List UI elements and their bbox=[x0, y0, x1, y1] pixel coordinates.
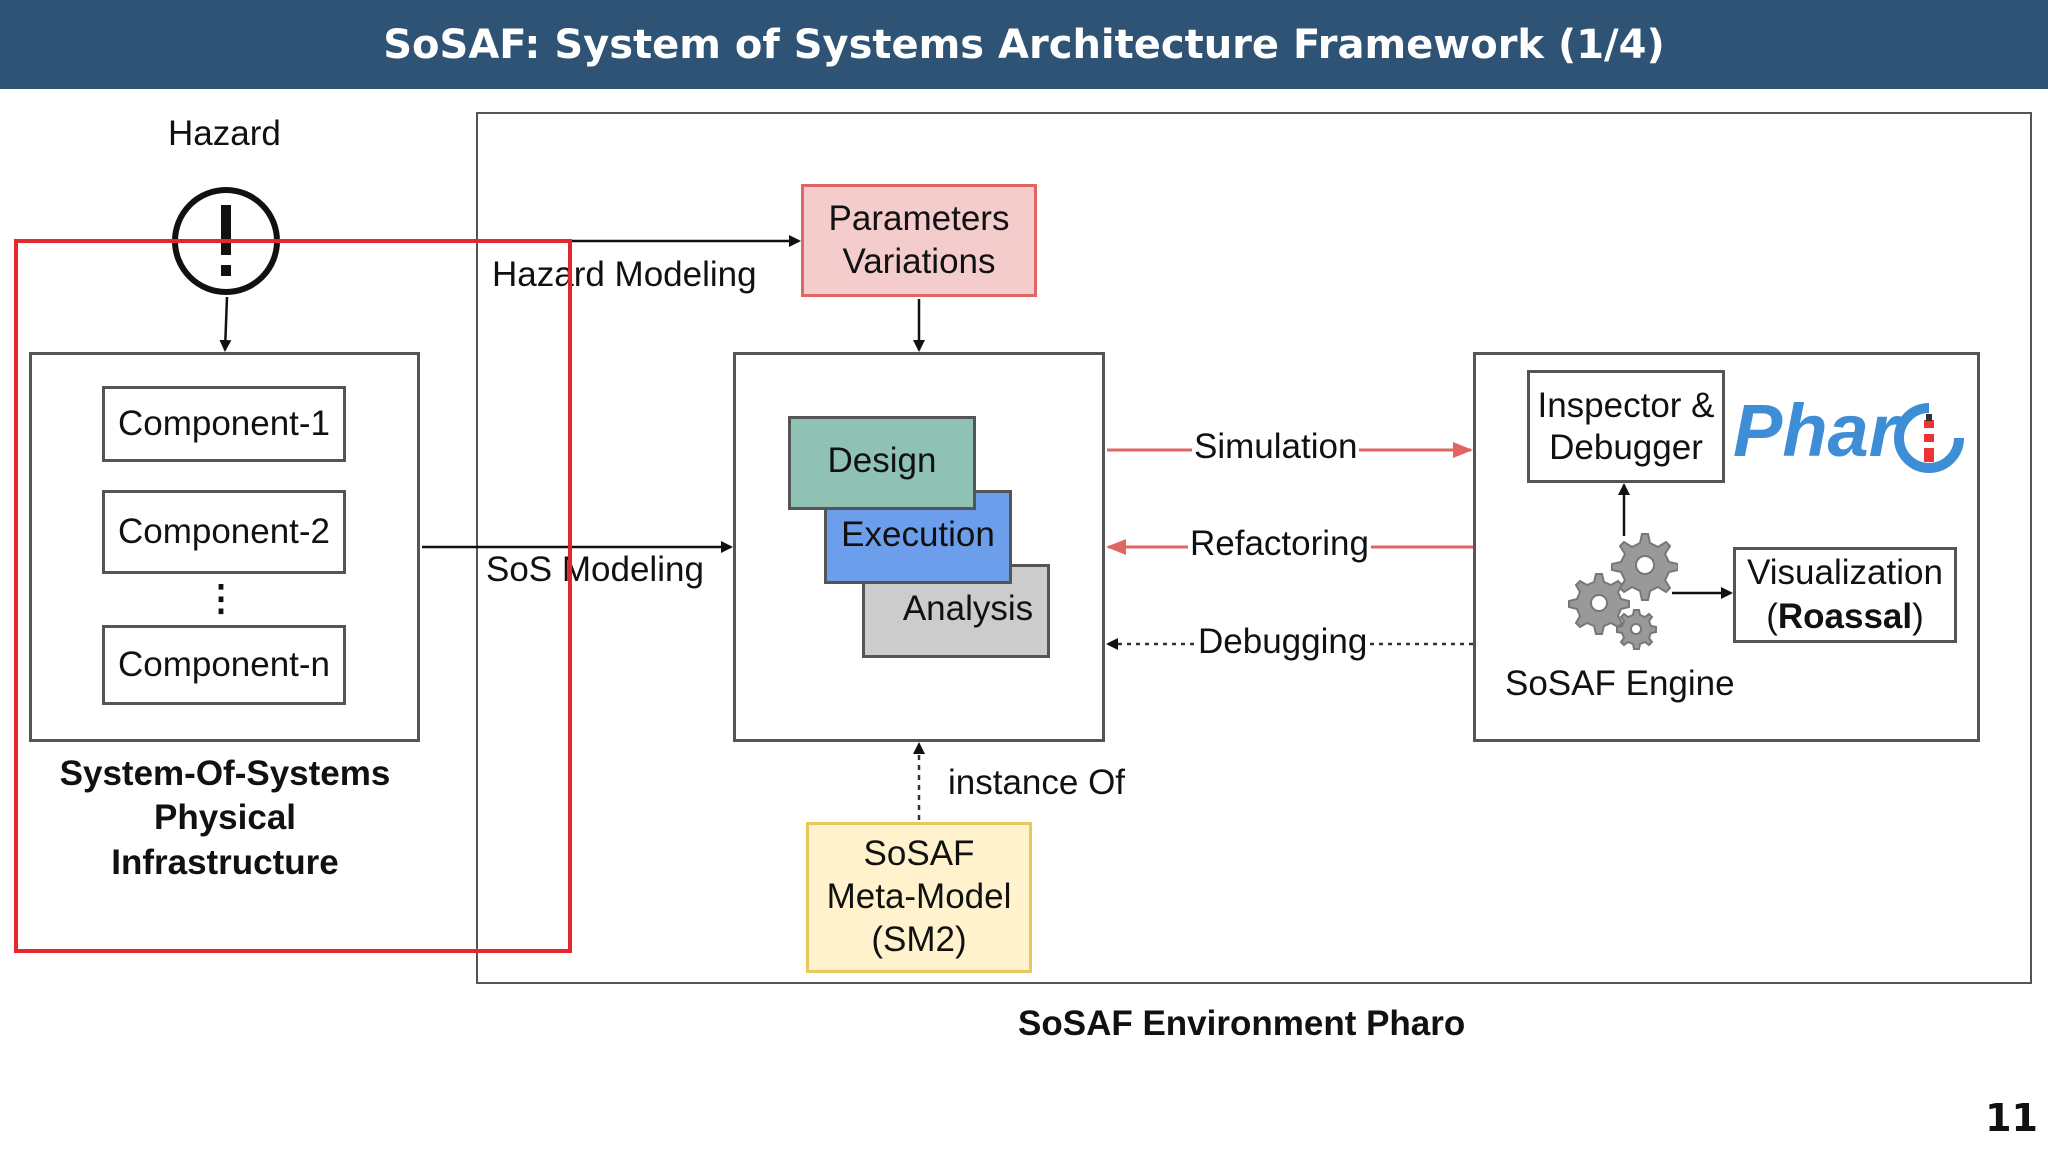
component-2-box: Component-2 bbox=[102, 490, 346, 574]
visualization-line2: (Roassal) bbox=[1766, 597, 1924, 636]
engine-label: SoSAF Engine bbox=[1505, 664, 1735, 703]
hazard-label: Hazard bbox=[168, 114, 281, 153]
slide-title: SoSAF: System of Systems Architecture Fr… bbox=[0, 0, 2048, 89]
metamodel-box: SoSAF Meta-Model (SM2) bbox=[806, 822, 1032, 973]
instance-of-label: instance Of bbox=[948, 763, 1126, 802]
hazard-modeling-label: Hazard Modeling bbox=[492, 255, 757, 294]
highlight-rectangle bbox=[14, 239, 572, 953]
component-1-box: Component-1 bbox=[102, 386, 346, 462]
environment-caption: SoSAF Environment Pharo bbox=[1018, 1004, 1466, 1043]
debugging-label: Debugging bbox=[1196, 622, 1370, 662]
refactoring-label: Refactoring bbox=[1188, 524, 1371, 564]
component-ellipsis: ⋮ bbox=[203, 577, 239, 618]
sos-modeling-label: SoS Modeling bbox=[486, 550, 704, 589]
visualization-box: Visualization (Roassal) bbox=[1733, 547, 1957, 643]
simulation-label: Simulation bbox=[1192, 427, 1360, 467]
parameters-variations-box: Parameters Variations bbox=[801, 184, 1037, 297]
gears-icon bbox=[1568, 533, 1678, 650]
design-layer: Design bbox=[788, 416, 976, 510]
component-n-box: Component-n bbox=[102, 625, 346, 705]
page-number: 11 bbox=[1985, 1096, 2038, 1140]
inspector-debugger-box: Inspector & Debugger bbox=[1527, 370, 1725, 483]
pharo-logo: Phar bbox=[1733, 388, 1969, 488]
sos-caption: System-Of-Systems Physical Infrastructur… bbox=[59, 754, 391, 882]
lighthouse-icon bbox=[1894, 403, 1964, 473]
